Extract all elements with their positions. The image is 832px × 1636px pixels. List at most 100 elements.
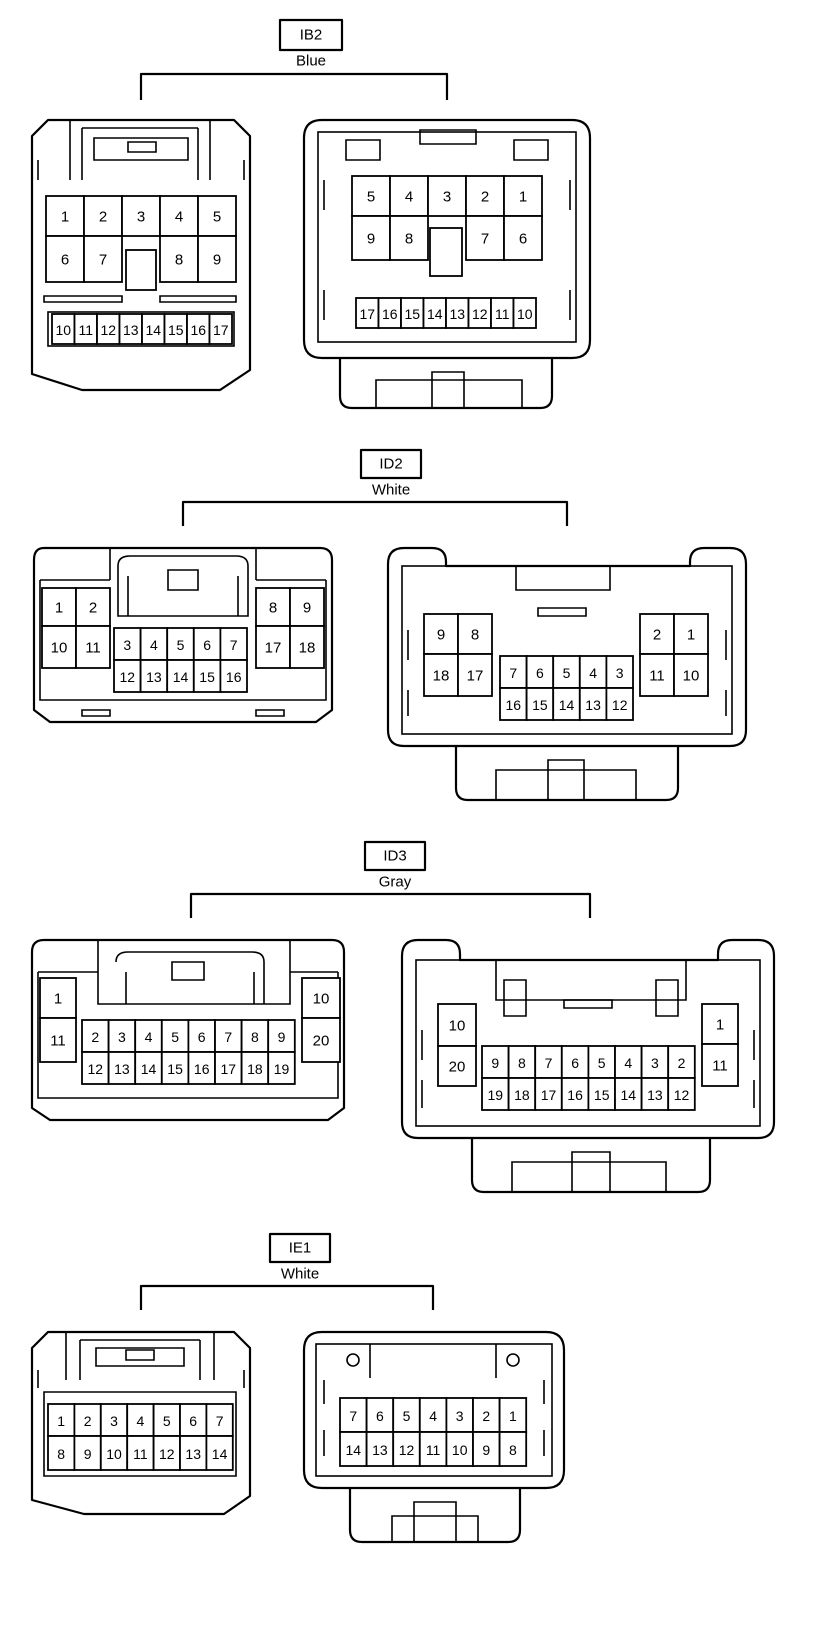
pin-number: 10 (452, 1442, 468, 1458)
pin-number: 7 (509, 665, 517, 681)
pin-number: 4 (429, 1408, 437, 1424)
connector-ib2-left-view (30, 118, 252, 392)
pin-number: 12 (100, 322, 116, 338)
pin-number: 5 (563, 665, 571, 681)
pin-cell: 12 (113, 659, 142, 693)
connector-ib2-right-view (302, 118, 592, 410)
pin-cell: 1 (39, 977, 77, 1019)
pin-cell: 13 (118, 313, 143, 345)
pin-cell: 5 (392, 1397, 421, 1433)
pin-number: 9 (303, 600, 311, 617)
pin-cell: 4 (418, 1397, 448, 1433)
pin-number: 2 (99, 209, 107, 226)
pin-cell: 7 (339, 1397, 368, 1433)
pin-number: 19 (274, 1061, 290, 1077)
pin-cell: 8 (255, 587, 291, 627)
pin-number: 12 (472, 306, 488, 322)
pin-cell: 18 (507, 1077, 537, 1111)
pin-cell: 14 (166, 659, 195, 693)
pin-number: 1 (519, 189, 527, 206)
pin-number: 5 (177, 637, 185, 653)
pin-cell: 10 (301, 977, 341, 1019)
pin-cell: 14 (614, 1077, 643, 1111)
pin-number: 1 (54, 991, 62, 1008)
pin-cell: 18 (423, 653, 459, 697)
pin-number: 13 (185, 1446, 201, 1462)
pin-number: 15 (199, 669, 215, 685)
pin-number: 17 (541, 1087, 557, 1103)
pin-number: 10 (683, 668, 700, 685)
pin-cell: 3 (107, 1019, 137, 1053)
pin-cell: 17 (457, 653, 493, 697)
pin-cell: 2 (73, 1403, 102, 1437)
pin-number: 6 (189, 1413, 197, 1429)
pin-number: 10 (51, 640, 68, 657)
pin-number: 15 (168, 322, 184, 338)
connector-id-box (268, 1232, 332, 1264)
pin-number: 13 (146, 669, 162, 685)
pin-number: 4 (150, 637, 158, 653)
pin-cell: 9 (73, 1435, 102, 1471)
pin-cell: 15 (192, 659, 222, 693)
pin-number: 4 (405, 189, 413, 206)
pin-number: 10 (55, 322, 71, 338)
pin-cell: 19 (481, 1077, 510, 1111)
pin-cell: 6 (560, 1045, 590, 1079)
pin-number: 11 (133, 1446, 148, 1462)
pin-number: 4 (137, 1413, 145, 1429)
pin-cell: 13 (445, 297, 470, 329)
pin-number: 11 (495, 306, 510, 322)
pin-cell: 8 (389, 215, 429, 261)
pin-cell: 5 (160, 1019, 190, 1053)
pin-number: 18 (514, 1087, 530, 1103)
pin-cell: 6 (192, 627, 222, 661)
pin-number: 14 (173, 669, 189, 685)
pin-number: 15 (594, 1087, 610, 1103)
pin-number: 2 (91, 1029, 99, 1045)
pin-number: 9 (491, 1055, 499, 1071)
pin-cell: 15 (160, 1051, 190, 1085)
pin-number: 8 (251, 1029, 259, 1045)
pin-cell: 10 (437, 1003, 477, 1047)
pin-cell: 8 (507, 1045, 537, 1079)
pin-cell: 11 (639, 653, 675, 697)
pin-number: 8 (518, 1055, 526, 1071)
pin-cell: 10 (673, 653, 709, 697)
pin-cell: 10 (99, 1435, 129, 1471)
pin-number: 16 (226, 669, 242, 685)
pin-cell: 17 (355, 297, 380, 329)
pin-number: 4 (145, 1029, 153, 1045)
connector-id3-right-view (400, 938, 776, 1194)
pin-number: 16 (190, 322, 206, 338)
pin-number: 11 (50, 1033, 66, 1050)
pin-cell: 7 (83, 235, 123, 283)
pin-cell (125, 249, 157, 291)
pin-cell: 4 (389, 175, 429, 217)
pin-cell: 3 (121, 195, 161, 237)
pin-cell: 6 (179, 1403, 208, 1437)
pin-cell: 3 (99, 1403, 129, 1437)
pin-cell: 4 (139, 627, 169, 661)
pin-number: 7 (230, 637, 238, 653)
pin-cell: 7 (214, 1019, 243, 1053)
pin-number: 10 (449, 1018, 466, 1035)
pin-cell: 9 (472, 1431, 501, 1467)
pin-cell: 3 (113, 627, 142, 661)
connector-id3: ID3 Gray (30, 840, 776, 1194)
pin-number: 5 (403, 1408, 411, 1424)
pin-cell: 1 (701, 1003, 739, 1045)
pin-cell: 11 (73, 313, 98, 345)
pin-cell: 9 (423, 613, 459, 655)
pin-cell: 15 (525, 687, 555, 721)
pin-cell: 6 (525, 655, 555, 689)
pin-cell: 17 (208, 313, 233, 345)
pin-number: 2 (89, 600, 97, 617)
pin-cell: 8 (159, 235, 199, 283)
pin-cell: 18 (289, 625, 325, 669)
pin-number: 12 (88, 1061, 104, 1077)
pin-cell: 12 (96, 313, 121, 345)
pin-number: 11 (712, 1058, 728, 1075)
pin-number: 8 (509, 1442, 517, 1458)
connector-id-box (359, 448, 423, 480)
